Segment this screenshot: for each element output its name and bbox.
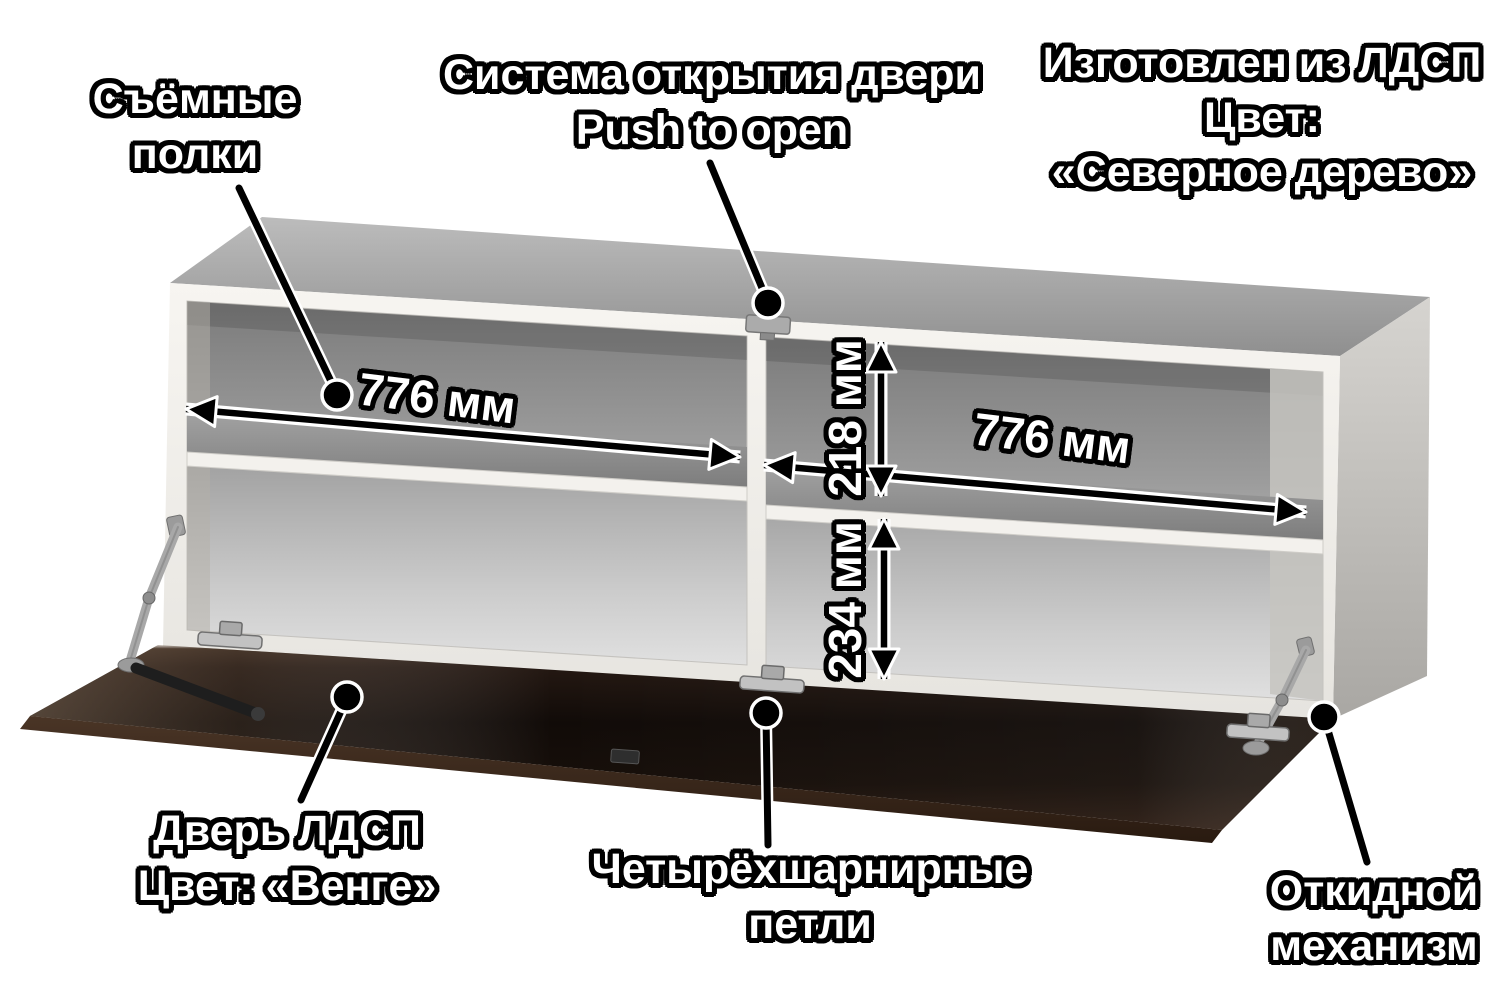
leader-dot bbox=[749, 696, 783, 730]
leader-door bbox=[295, 680, 364, 806]
label-line: «Северное дерево» bbox=[1051, 148, 1473, 197]
label-line: петли bbox=[748, 899, 872, 948]
dim-label-upper-height: 218 мм bbox=[819, 339, 871, 497]
leader-push-to-open bbox=[704, 157, 785, 320]
label-line: Цвет: «Венге» bbox=[137, 861, 437, 910]
leader-dot bbox=[320, 378, 354, 412]
leader-dot bbox=[330, 680, 364, 714]
dim-arrow-left-776 bbox=[184, 395, 742, 471]
label-line: полки bbox=[131, 129, 259, 178]
label-material: Изготовлен из ЛДСП Цвет: «Северное дерев… bbox=[1043, 36, 1482, 200]
label-line: Четырёхшарнирные bbox=[591, 845, 1029, 893]
leader-dot bbox=[751, 286, 785, 320]
label-removable-shelves: Съёмные полки bbox=[93, 72, 298, 181]
leader-hinges bbox=[749, 696, 783, 851]
flap-stay-left-icon bbox=[117, 514, 265, 721]
label-door-opening-system: Система открытия двери Push to open bbox=[443, 48, 981, 157]
dim-label-lower-height: 234 мм bbox=[819, 521, 871, 679]
label-hinges: Четырёхшарнирные петли bbox=[592, 842, 1029, 951]
label-line: Дверь ЛДСП bbox=[153, 807, 421, 855]
hinge-icon bbox=[1226, 712, 1290, 742]
label-line: Изготовлен из ЛДСП bbox=[1042, 39, 1482, 87]
compartment-left-ceiling-shadow bbox=[187, 301, 747, 360]
leader-shelves bbox=[233, 182, 354, 412]
label-line: Push to open bbox=[575, 105, 849, 154]
hinge-icon bbox=[197, 620, 263, 650]
compartment-right-ceiling-shadow bbox=[766, 337, 1323, 396]
door-latch-plate-icon bbox=[610, 748, 640, 765]
dim-arrow-right-776 bbox=[762, 451, 1308, 526]
hinge-icon bbox=[739, 664, 805, 694]
label-door: Дверь ЛДСП Цвет: «Венге» bbox=[138, 804, 437, 913]
push-latch-icon bbox=[745, 314, 792, 341]
cabinet-top-panel bbox=[170, 217, 1430, 356]
leader-dot bbox=[1307, 700, 1341, 734]
compartment-left bbox=[186, 300, 748, 666]
leader-mechanism bbox=[1307, 700, 1373, 868]
label-line: Откидной bbox=[1269, 867, 1479, 915]
label-line: Съёмные bbox=[92, 75, 298, 123]
label-line: Система открытия двери bbox=[443, 51, 981, 99]
label-fold-mechanism: Откидной механизм bbox=[1270, 864, 1478, 973]
label-line: Цвет: bbox=[1203, 93, 1321, 142]
label-line: механизм bbox=[1270, 921, 1478, 970]
cabinet-side-panel-right bbox=[1333, 297, 1430, 719]
